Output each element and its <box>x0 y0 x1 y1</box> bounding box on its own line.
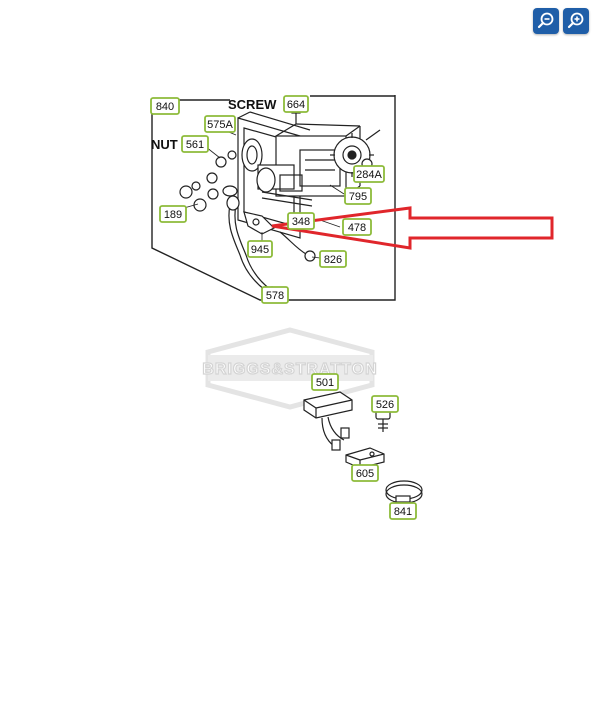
callout-945: 945 <box>247 240 273 258</box>
starter-motor-drawing <box>241 123 361 207</box>
callout-526: 526 <box>371 395 399 413</box>
svg-text:284A: 284A <box>356 169 382 181</box>
callout-501: 501 <box>311 373 339 391</box>
nut-label: NUT <box>151 137 178 152</box>
svg-text:561: 561 <box>186 139 204 151</box>
svg-text:501: 501 <box>316 377 334 389</box>
hose-clamp-drawing <box>385 480 423 504</box>
callout-840: 840 <box>150 97 180 115</box>
svg-text:841: 841 <box>394 506 412 518</box>
callout-575a: 575A <box>204 115 236 133</box>
svg-text:945: 945 <box>251 244 269 256</box>
clip-bracket-drawing <box>345 447 385 469</box>
screw-label: SCREW <box>228 97 277 112</box>
callout-561: 561 <box>181 135 209 153</box>
zoom-out-button[interactable] <box>533 8 559 34</box>
hardware-drawing <box>179 107 373 212</box>
callout-578: 578 <box>261 286 289 304</box>
svg-text:575A: 575A <box>207 119 233 131</box>
zoom-in-icon <box>567 12 584 29</box>
svg-text:478: 478 <box>348 222 366 234</box>
callout-841: 841 <box>389 502 417 520</box>
callout-826: 826 <box>319 250 347 268</box>
fuse-holder-drawing <box>375 410 391 432</box>
svg-text:826: 826 <box>324 254 342 266</box>
svg-text:526: 526 <box>376 399 394 411</box>
callout-478: 478 <box>342 218 372 236</box>
svg-text:664: 664 <box>287 99 305 111</box>
svg-text:189: 189 <box>164 209 182 221</box>
brand-watermark: BRIGGS&STRATTON <box>202 327 377 410</box>
watermark-text: BRIGGS&STRATTON <box>202 361 377 378</box>
regulator-drawing <box>303 391 353 451</box>
callout-664: 664 <box>283 95 309 113</box>
svg-text:348: 348 <box>292 216 310 228</box>
zoom-in-button[interactable] <box>563 8 589 34</box>
callout-189: 189 <box>159 205 187 223</box>
svg-text:578: 578 <box>266 290 284 302</box>
zoom-out-icon <box>537 12 554 29</box>
red-indicator-arrow <box>271 206 554 250</box>
callout-348: 348 <box>287 212 315 230</box>
svg-text:840: 840 <box>156 101 174 113</box>
svg-text:605: 605 <box>356 468 374 480</box>
svg-text:795: 795 <box>349 191 367 203</box>
callout-795: 795 <box>344 187 372 205</box>
gear-drawing <box>330 129 381 177</box>
callout-284a: 284A <box>353 165 385 183</box>
callout-605: 605 <box>351 464 379 482</box>
